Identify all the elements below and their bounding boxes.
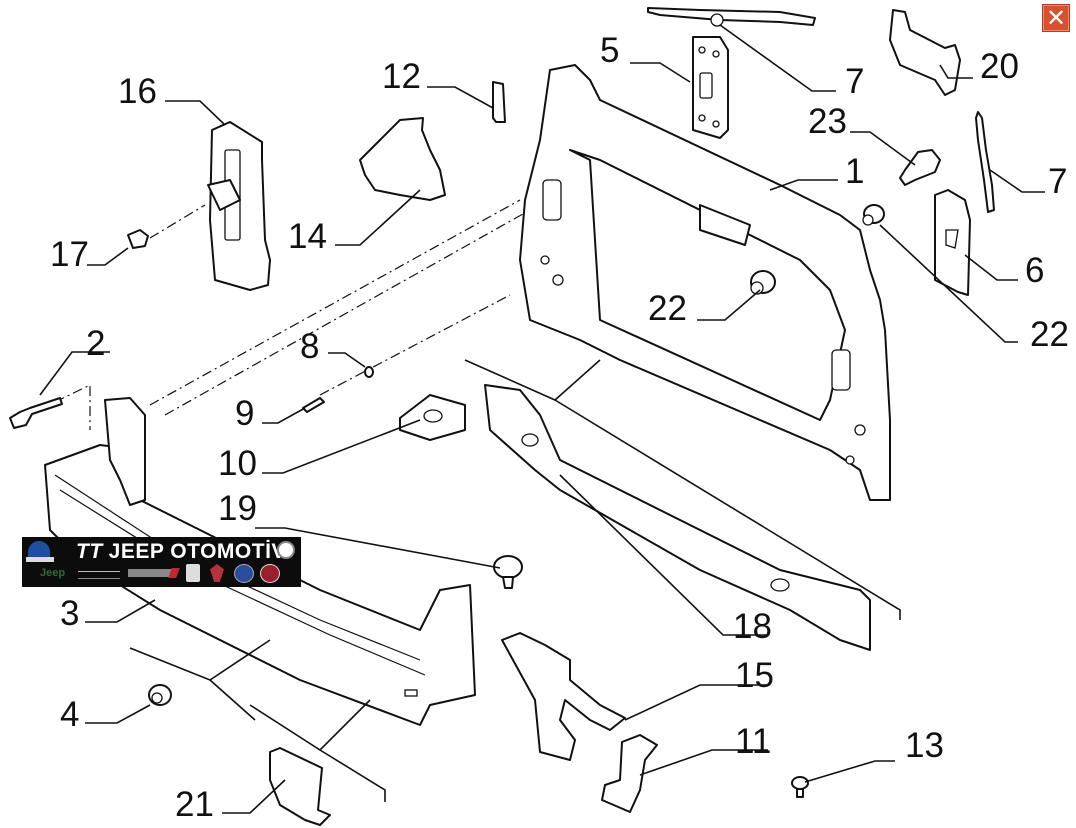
callout-18: 18 [733,607,772,646]
callout-3: 3 [60,594,79,633]
part-nut [148,684,172,706]
callout-17: 17 [50,235,89,274]
part-rivet-clip [493,555,523,589]
part-bracket-10 [399,394,466,441]
part-clip [492,81,506,123]
part-screw-9 [302,397,325,413]
lancia-logo-icon [234,564,254,583]
callout-12: 12 [382,57,421,96]
part-right-plate [934,189,971,296]
part-screw-17 [127,229,149,249]
close-icon: ✕ [1045,4,1067,32]
callout-10: 10 [218,444,257,483]
fiat-logo-icon [260,564,280,583]
callout-21: 21 [175,785,214,824]
leader-lines [39,24,1045,814]
callout-14: 14 [288,217,327,256]
callout-11: 11 [735,722,771,761]
callout-9: 9 [235,394,254,433]
mopar-label [26,557,54,562]
maserati-logo-icon [210,564,224,582]
mopar-logo-icon [28,541,50,557]
chrysler-logo-icon [78,571,120,579]
part-left-plate [692,36,729,139]
part-upper-brace [647,7,816,27]
callout-6: 6 [1025,251,1044,290]
part-grommet-1 [862,204,885,226]
part-lower-crossmember [484,384,871,651]
callout-13: 13 [905,726,944,765]
part-bushing [899,149,941,186]
part-side-rod [975,111,995,213]
part-front-end-carrier [519,64,891,501]
part-latch-bracket [501,632,626,761]
part-washer [364,366,374,378]
callout-22-center: 22 [648,289,687,328]
callout-2: 2 [86,324,105,363]
part-bolt [9,397,63,429]
part-housing [359,117,446,201]
jeep-logo-icon: Jeep [40,567,66,579]
callout-23: 23 [808,102,847,141]
callout-15: 15 [735,656,774,695]
callout-labels: 1 2 3 4 5 6 7 7 8 9 10 11 12 13 14 15 16… [50,31,1069,824]
callout-22-right: 22 [1030,315,1069,354]
part-guide-rail [207,121,271,291]
watermark-title-text: JEEP OTOMOTİV [108,540,286,563]
callout-5: 5 [600,31,619,70]
callout-20: 20 [980,47,1019,86]
part-mounting-bracket [889,9,961,96]
ram-logo-icon [186,564,200,582]
part-grommet-2 [750,270,776,295]
callout-7-side: 7 [1048,162,1067,201]
callout-1: 1 [845,152,864,191]
part-small-bracket [601,734,658,813]
dodge-logo-icon [128,569,176,577]
close-button[interactable]: ✕ [1042,4,1070,32]
assembly-lines [54,199,531,430]
callout-8: 8 [300,327,319,366]
dodge-stripes-icon [168,568,180,578]
alfa-romeo-logo-icon [277,541,295,559]
callout-16: 16 [118,72,157,111]
tt-logo: TT [76,540,103,563]
part-push-clip [791,776,809,798]
callout-4: 4 [60,695,79,734]
callout-19: 19 [218,489,257,528]
callout-7-upper: 7 [845,62,864,101]
part-bumper-bracket [269,747,331,826]
